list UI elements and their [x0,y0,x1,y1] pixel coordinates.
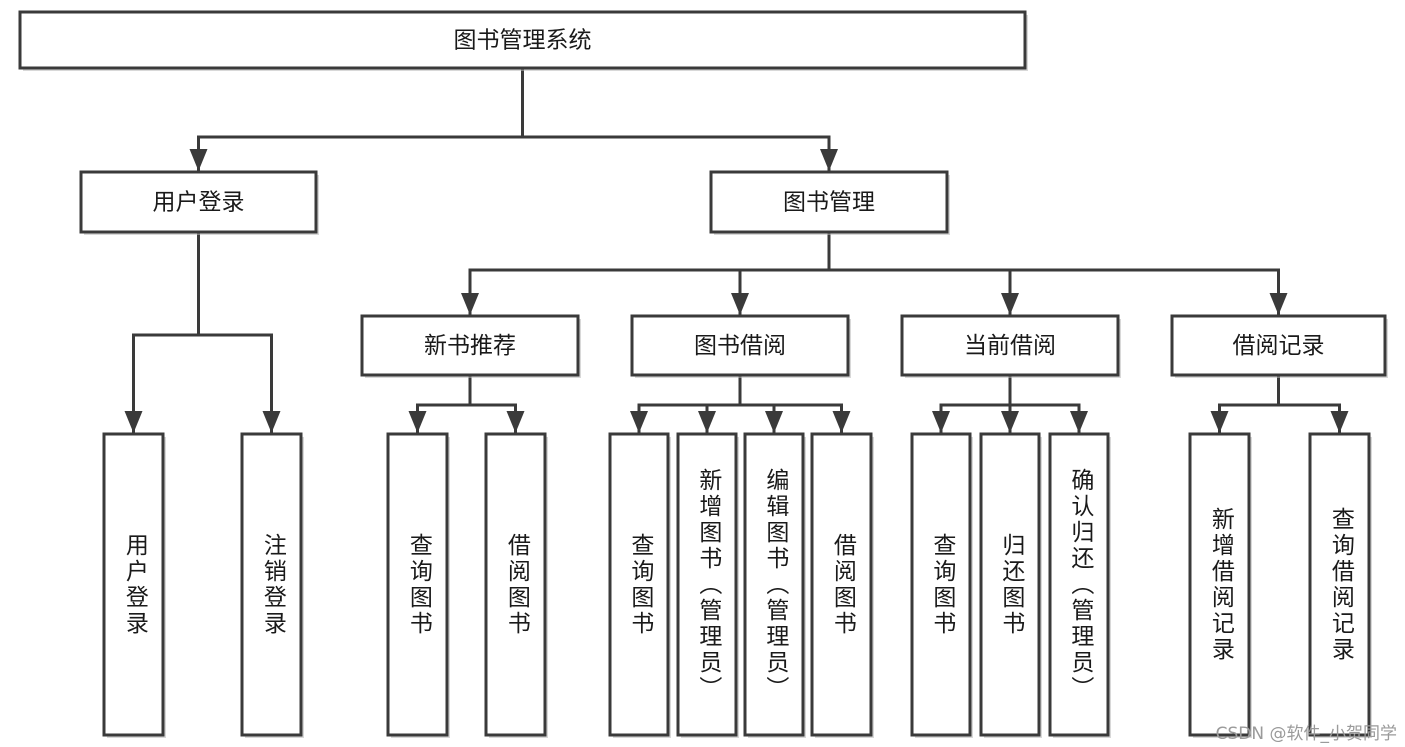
node-box-leaf-edit-book[interactable] [743,432,805,737]
arrow-head-icon [630,411,648,433]
arrow-head-icon [124,411,143,433]
arrow-head-icon [932,411,950,433]
node-box-leaf-add-book[interactable] [676,432,738,737]
node-box-leaf-query-book-3[interactable] [910,432,972,737]
node-box-leaf-add-record[interactable] [1188,432,1251,737]
node-box-borrow-record[interactable] [1170,314,1387,377]
node-label-book-manage: 图书管理 [783,190,875,216]
arrow-head-icon [1001,411,1019,433]
node-label-user-login: 用户登录 [153,190,245,216]
node-label-current-borrow: 当前借阅 [964,333,1056,359]
arrow-head-icon [832,411,851,433]
arrow-head-icon [1330,411,1349,433]
node-label-new-book-recommend: 新书推荐 [424,333,516,359]
arrow-head-icon [1070,411,1088,433]
node-label-root: 图书管理系统 [454,28,592,54]
node-box-leaf-user-logout[interactable] [240,432,303,737]
node-box-layer [18,10,1388,738]
node-box-leaf-query-book-2[interactable] [608,432,670,737]
arrow-head-icon [461,293,479,315]
arrow-head-icon [698,411,716,433]
arrow-head-icon [820,149,838,171]
node-box-leaf-query-record[interactable] [1308,432,1371,737]
node-label-book-borrow: 图书借阅 [694,333,786,359]
node-box-root[interactable] [18,10,1027,70]
node-box-leaf-query-book-1[interactable] [386,432,449,737]
arrow-head-icon [262,411,281,433]
node-box-new-book-recommend[interactable] [360,314,580,377]
arrow-head-icon [1001,293,1019,315]
node-box-current-borrow[interactable] [900,314,1120,377]
watermark: CSDN @软件_小贺同学 [1215,724,1397,744]
node-box-leaf-confirm-return[interactable] [1048,432,1110,737]
node-box-leaf-borrow-book-1[interactable] [484,432,547,737]
node-box-book-manage[interactable] [709,170,949,234]
arrow-head-icon [765,411,783,433]
arrow-head-icon [408,411,427,433]
arrow-head-icon [1269,293,1288,315]
node-box-user-login[interactable] [79,170,318,234]
node-box-leaf-return-book[interactable] [979,432,1041,737]
arrow-head-icon [1210,411,1229,433]
node-box-leaf-borrow-book-2[interactable] [810,432,873,737]
node-box-leaf-user-login[interactable] [102,432,165,737]
arrow-head-icon [506,411,525,433]
connector-layer [124,66,1349,435]
arrow-head-icon [731,293,749,315]
node-box-book-borrow[interactable] [630,314,850,377]
arrow-head-icon [189,149,208,171]
node-label-borrow-record: 借阅记录 [1233,333,1325,359]
